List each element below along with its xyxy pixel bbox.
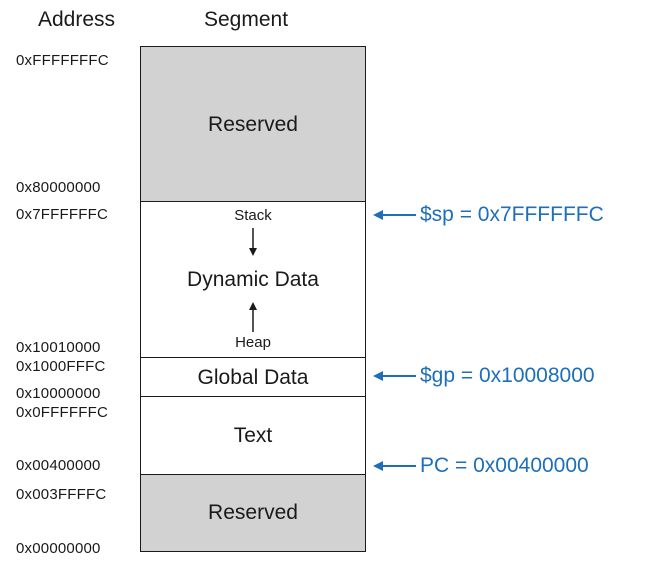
dynamic-data-label: Dynamic Data xyxy=(187,268,319,291)
sp-register-label: $sp = 0x7FFFFFFC xyxy=(420,203,604,226)
global-data-label: Global Data xyxy=(197,365,309,389)
text-label: Text xyxy=(233,424,273,447)
address-label: 0x7FFFFFFC xyxy=(16,206,108,223)
address-label: 0x80000000 xyxy=(16,179,101,196)
text-segment: Text xyxy=(140,396,366,476)
stack-label: Stack xyxy=(234,207,272,224)
address-label: 0x10010000 xyxy=(16,339,101,356)
reserved-top-label: Reserved xyxy=(208,112,298,136)
segment-column-header: Segment xyxy=(204,8,289,31)
gp-register-label: $gp = 0x10008000 xyxy=(420,364,595,387)
global-data-segment: Global Data xyxy=(140,357,366,398)
address-label: 0x0FFFFFFC xyxy=(16,404,108,421)
address-label: 0xFFFFFFFC xyxy=(16,52,109,69)
dynamic-data-segment: Dynamic Data xyxy=(140,201,366,359)
reserved-bottom-label: Reserved xyxy=(208,501,298,524)
address-label: 0x00400000 xyxy=(16,457,101,474)
address-label: 0x10000000 xyxy=(16,385,101,402)
heap-label: Heap xyxy=(235,334,271,351)
pc-register-label: PC = 0x00400000 xyxy=(420,454,589,477)
reserved-bottom-segment: Reserved xyxy=(140,474,366,552)
address-column-header: Address xyxy=(38,8,116,31)
address-label: 0x1000FFFC xyxy=(16,358,106,375)
address-label: 0x003FFFFC xyxy=(16,486,107,503)
reserved-top-segment: Reserved xyxy=(140,46,366,203)
address-label: 0x00000000 xyxy=(16,540,101,557)
